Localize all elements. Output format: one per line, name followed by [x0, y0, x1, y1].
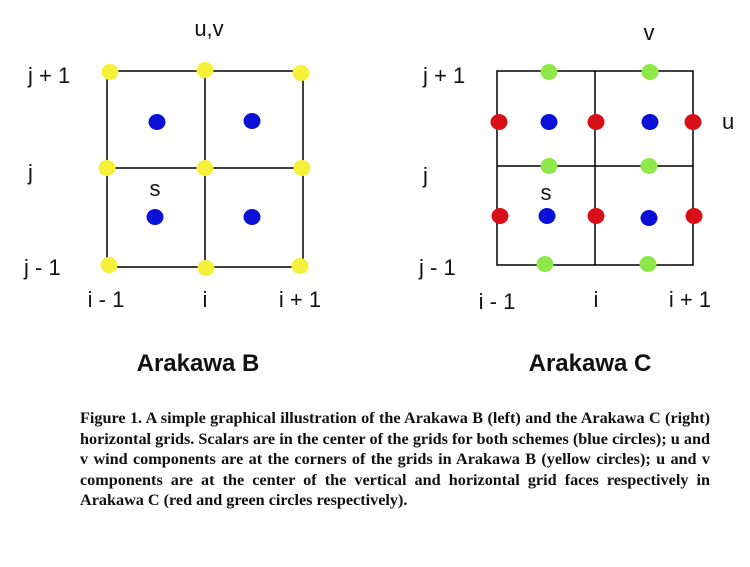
uv-corner-point — [98, 160, 116, 176]
arakawa-b-row-label-j: j — [27, 160, 33, 185]
scalar-point — [243, 113, 261, 129]
uv-corner-point — [197, 260, 215, 276]
uv-corner-point — [292, 65, 310, 81]
scalar-point — [538, 208, 556, 224]
u-face-point — [587, 208, 605, 224]
scalar-point — [640, 210, 658, 226]
arakawa-b-col-label-i-plus-1: i + 1 — [279, 287, 321, 312]
u-face-point — [491, 208, 509, 224]
uv-corner-point — [196, 62, 214, 78]
arakawa-c-col-label-i-plus-1: i + 1 — [669, 287, 711, 312]
arakawa-b-row-label-j-plus-1: j + 1 — [27, 63, 70, 88]
arakawa-c-row-label-j: j — [422, 163, 428, 188]
u-face-point — [684, 114, 702, 130]
arakawa-c-points — [490, 64, 703, 272]
arakawa-b-uv-label: u,v — [194, 16, 223, 41]
arakawa-c-row-label-j-plus-1: j + 1 — [422, 63, 465, 88]
arakawa-c-title: Arakawa C — [529, 350, 652, 377]
arakawa-c-scalar-label: s — [541, 180, 552, 205]
arakawa-c-v-label: v — [644, 20, 655, 45]
scalar-point — [148, 114, 166, 130]
scalar-point — [243, 209, 261, 225]
arakawa-b-col-label-i: i — [203, 287, 208, 312]
arakawa-c-col-label-i-minus-1: i - 1 — [479, 289, 516, 314]
uv-corner-point — [291, 258, 309, 274]
v-face-point — [540, 158, 558, 174]
v-face-point — [536, 256, 554, 272]
u-face-point — [490, 114, 508, 130]
scalar-point — [540, 114, 558, 130]
v-face-point — [641, 64, 659, 80]
v-face-point — [640, 158, 658, 174]
figure-caption: Figure 1. A simple graphical illustratio… — [80, 409, 710, 510]
arakawa-b-points — [98, 62, 311, 276]
arakawa-c-grid — [496, 70, 694, 266]
u-face-point — [685, 208, 703, 224]
arakawa-b-title: Arakawa B — [137, 350, 260, 377]
v-face-point — [639, 256, 657, 272]
arakawa-c-u-label: u — [722, 109, 734, 134]
arakawa-c-row-label-j-minus-1: j - 1 — [418, 255, 456, 280]
scalar-point — [146, 209, 164, 225]
v-face-point — [540, 64, 558, 80]
uv-corner-point — [100, 257, 118, 273]
arakawa-b-col-label-i-minus-1: i - 1 — [88, 287, 125, 312]
arakawa-c-col-label-i: i — [594, 287, 599, 312]
uv-corner-point — [293, 160, 311, 176]
scalar-point — [641, 114, 659, 130]
arakawa-b-row-label-j-minus-1: j - 1 — [23, 255, 61, 280]
uv-corner-point — [196, 160, 214, 176]
uv-corner-point — [101, 64, 119, 80]
arakawa-diagram: u,v j + 1 j j - 1 i - 1 i i + 1 s Arakaw… — [23, 16, 734, 377]
u-face-point — [587, 114, 605, 130]
arakawa-b-scalar-label: s — [150, 176, 161, 201]
